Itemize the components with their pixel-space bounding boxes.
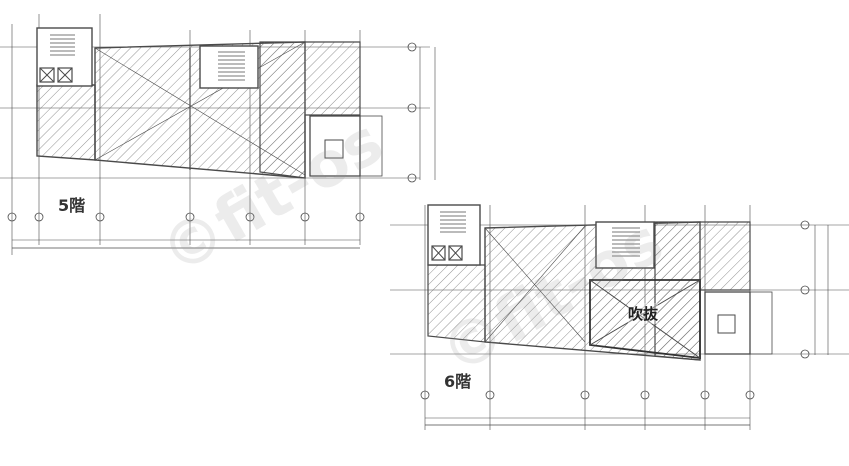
grid-markers-5f: [7, 42, 417, 222]
floor-label-5f: 5階: [58, 196, 86, 215]
floor-label-6f: 6階: [444, 372, 472, 391]
grid-markers-6f: [420, 220, 810, 400]
floor-plan-6f: [390, 204, 849, 430]
floor-plan-5f: [0, 14, 436, 255]
void-label: 吹抜: [628, 303, 659, 324]
